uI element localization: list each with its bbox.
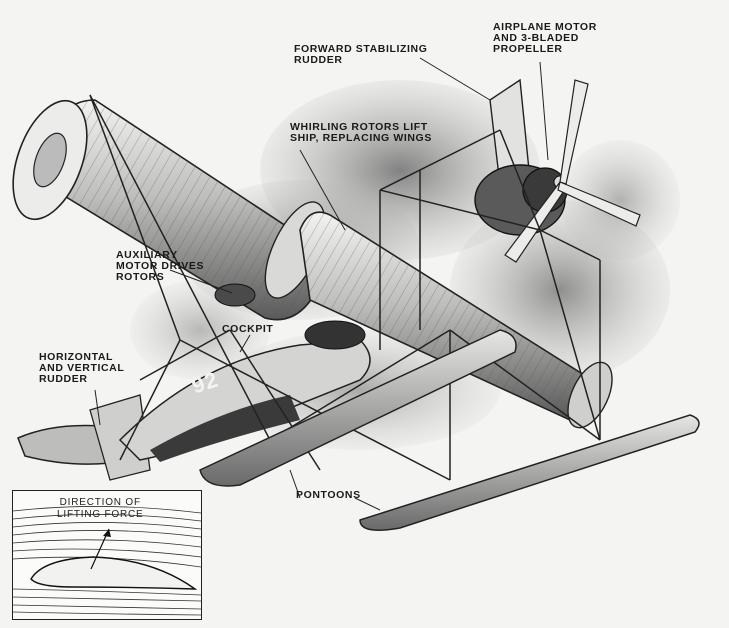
label-auxiliary-motor: AUXILIARY MOTOR DRIVES ROTORS xyxy=(116,249,205,283)
pontoons xyxy=(199,329,700,531)
tail-rudder xyxy=(17,394,151,481)
label-pontoons: PONTOONS xyxy=(296,489,361,501)
propeller xyxy=(504,79,641,263)
airfoil-section xyxy=(30,556,198,590)
airflow-diagram xyxy=(13,506,201,616)
leader-lines xyxy=(94,57,549,511)
rotor-upper xyxy=(12,99,331,321)
label-forward-rudder: FORWARD STABILIZING RUDDER xyxy=(294,43,428,66)
label-rotors: WHIRLING ROTORS LIFT SHIP, REPLACING WIN… xyxy=(290,121,432,144)
auxiliary-motor xyxy=(214,283,366,350)
label-airplane-motor: AIRPLANE MOTOR AND 3-BLADED PROPELLER xyxy=(493,21,597,55)
struts xyxy=(89,94,601,481)
rotor-lower xyxy=(299,211,613,429)
label-cockpit: COCKPIT xyxy=(222,323,274,335)
label-rudder: HORIZONTAL AND VERTICAL RUDDER xyxy=(39,351,125,385)
inset-label: DIRECTION OF LIFTING FORCE xyxy=(57,497,144,520)
fuselage xyxy=(118,339,371,462)
airfoil-inset: DIRECTION OF LIFTING FORCE xyxy=(12,490,202,620)
arrow-head-icon xyxy=(103,529,111,537)
